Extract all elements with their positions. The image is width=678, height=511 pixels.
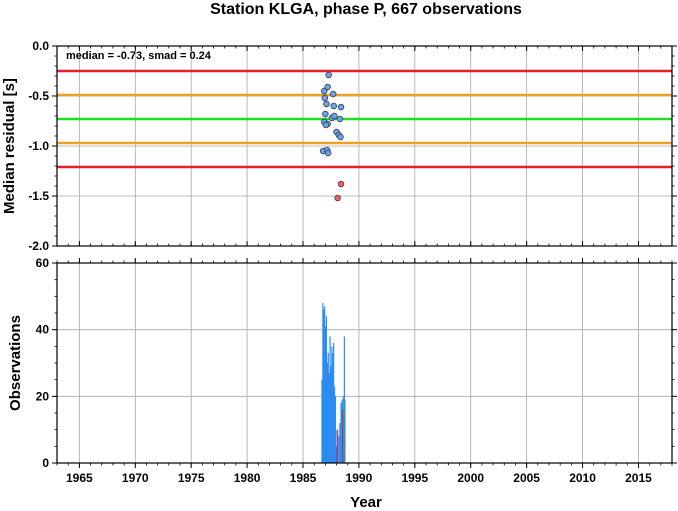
residual-y-tick-label: -2.0 [28,239,49,253]
residual-point [324,149,332,157]
x-tick-label: 2015 [625,471,652,485]
residual-point [329,90,337,98]
residual-point [322,110,329,118]
x-tick-label: 2005 [513,471,540,485]
residual-x-ticks [56,46,673,246]
residual-points [319,71,345,202]
residual-point [324,83,331,91]
residual-y-label: Median residual [s] [1,78,18,214]
observations-frame [56,262,673,464]
observation-bar [323,309,325,463]
observation-bar [338,436,340,463]
observation-bar [325,316,328,463]
residual-y-ticks: 0.0 -0.5 -1.0 -1.5 -2.0 [28,39,677,253]
observation-bar [324,306,326,463]
residual-point [330,102,338,110]
x-tick-label: 1975 [178,471,205,485]
x-tick-label: 2010 [569,471,596,485]
residual-grid [57,45,672,247]
observation-bar [333,343,335,463]
observations-y-tick-label: 20 [36,389,50,403]
residual-y-tick-label: -1.5 [28,189,49,203]
observation-bar [326,363,328,463]
observations-y-label: Observations [7,315,24,411]
x-axis-label: Year [350,494,382,511]
residual-point [337,180,345,188]
x-tick-label: 2000 [457,471,484,485]
x-tick-label: 1980 [234,471,261,485]
observation-bar [339,423,341,463]
residual-y-tick-label: -0.5 [28,89,49,103]
residual-panel: 0.0 -0.5 -1.0 -1.5 -2.0 median = -0.73, smad… [1,39,677,253]
observations-y-tick-label: 60 [36,256,50,270]
observation-bar [329,336,331,463]
residual-point [337,103,345,111]
observation-bar [332,353,334,463]
residual-y-tick-label: 0.0 [32,39,49,53]
observation-bar [328,373,330,463]
observation-bar [336,429,338,463]
observation-bar [344,399,346,463]
chart-title: Station KLGA, phase P, 667 observations [210,1,522,18]
residual-point [336,115,344,123]
observations-x-ticks: 1965 1970 1975 1980 1985 1990 1995 2000 2005 2010… [56,258,673,485]
residual-point [337,133,344,141]
observation-bar [334,396,337,463]
observation-bar [327,353,329,463]
x-tick-label: 1995 [401,471,428,485]
observations-panel: 0 20 40 60 1965 1970 1975 1980 1985 1990 1995 2000… [7,256,677,511]
observation-bar [331,346,333,463]
observation-bar [322,303,324,463]
residual-point [322,121,330,129]
x-tick-label: 1985 [290,471,317,485]
residual-point [325,71,332,79]
observation-bar [321,379,323,463]
observation-bar [333,386,336,463]
observations-grid [57,262,672,464]
x-tick-label: 1990 [346,471,373,485]
observation-bar [324,326,327,463]
median-annotation: median = -0.73, smad = 0.24 [66,50,212,62]
x-tick-label: 1965 [66,471,93,485]
observations-y-tick-label: 0 [42,456,49,470]
residual-point [321,94,329,102]
observations-y-tick-label: 40 [36,323,50,337]
residual-y-tick-label: -1.0 [28,139,49,153]
reference-lines [57,69,672,169]
residual-point [323,100,330,108]
x-tick-label: 1970 [122,471,149,485]
observations-bars [321,303,346,463]
observations-y-ticks: 0 20 40 60 [36,256,677,470]
residual-point [331,112,338,120]
residual-point [334,194,341,202]
observation-bar [340,403,342,463]
observation-bar [342,409,344,463]
observation-bar [330,366,332,463]
